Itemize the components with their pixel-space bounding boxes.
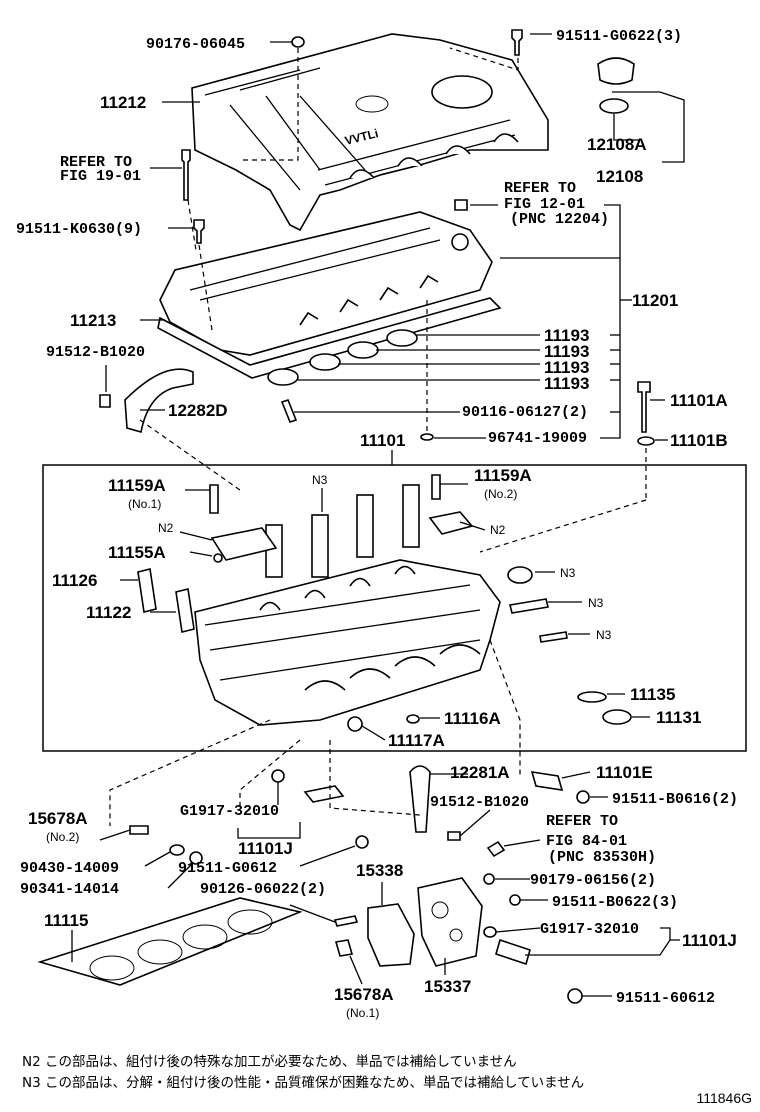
label-refer-19-01-line1: REFER TO: [60, 154, 132, 171]
label-11159a-no1-sub: (No.1): [128, 497, 161, 511]
label-11131: 11131: [656, 708, 701, 727]
label-96741-19009: 96741-19009: [488, 430, 587, 447]
label-refer-84-01-line3: (PNC 83530H): [548, 849, 656, 866]
label-g1917-32010-a: G1917-32010: [180, 803, 279, 820]
label-12282d: 12282D: [168, 401, 228, 420]
label-11213: 11213: [70, 311, 116, 330]
head-cover: [157, 211, 502, 386]
label-11126: 11126: [52, 571, 97, 590]
label-11159a-no2: 11159A: [474, 466, 532, 485]
label-11193-3: 11193: [544, 358, 589, 377]
label-refer-12-01-line1: REFER TO: [504, 180, 576, 197]
label-15338: 15338: [356, 861, 403, 880]
label-90179-06156: 90179-06156(2): [530, 872, 656, 889]
label-11135: 11135: [630, 685, 675, 704]
figure-id: 111846G: [696, 1090, 752, 1106]
label-refer-12-01-line2: FIG 12-01: [504, 196, 585, 213]
label-11193-1: 11193: [544, 326, 589, 345]
label-11101j-b: 11101J: [682, 931, 737, 950]
label-refer-84-01-line1: REFER TO: [546, 813, 618, 830]
label-90430-14009: 90430-14009: [20, 860, 119, 877]
label-15678a-no2: 15678A: [28, 809, 88, 828]
label-11117a: 11117A: [388, 731, 445, 750]
label-n3-c: N3: [588, 596, 604, 610]
cylinder-head-11101: [137, 474, 632, 732]
label-91511-g0612: 91511-G0612: [178, 860, 277, 877]
label-11159a-no1: 11159A: [108, 476, 166, 495]
label-11101b: 11101B: [670, 431, 728, 450]
label-n3-b: N3: [560, 566, 576, 580]
label-91511-k0630: 91511-K0630(9): [16, 221, 142, 238]
label-91511-60612: 91511-60612: [616, 990, 715, 1007]
label-11193-4: 11193: [544, 374, 589, 393]
label-15678a-no1-sub: (No.1): [346, 1006, 379, 1020]
leader-lines: [71, 33, 685, 997]
label-11159a-no2-sub: (No.2): [484, 487, 517, 501]
label-15678a-no1: 15678A: [334, 985, 394, 1004]
label-n3-d: N3: [596, 628, 612, 642]
label-n2-b: N2: [490, 523, 506, 537]
lower-hardware: [37, 765, 590, 1004]
label-90176-06045: 90176-06045: [146, 36, 245, 53]
label-12108: 12108: [596, 167, 643, 186]
label-11201: 11201: [632, 291, 678, 310]
label-11101: 11101: [360, 431, 405, 450]
alignment-lines: [109, 47, 647, 826]
note-n2: N2 この部品は、組付け後の特殊な加工が必要なため、単品では補給していません: [22, 1054, 517, 1070]
engine-cover-11212: VVTLi: [191, 33, 549, 232]
label-91511-b0622: 91511-B0622(3): [552, 894, 678, 911]
cylinder-head-frame: [42, 464, 747, 752]
label-15337: 15337: [424, 977, 471, 996]
note-n3: N3 この部品は、分解・組付け後の性能・品質確保が困難なため、単品では補給してい…: [22, 1075, 585, 1091]
label-refer-12-01-line3: (PNC 12204): [510, 211, 609, 228]
label-11101a: 11101A: [670, 391, 728, 410]
small-hardware-top: [99, 29, 655, 446]
label-90116-06127: 90116-06127(2): [462, 404, 588, 421]
label-refer-84-01-line2: FIG 84-01: [546, 833, 627, 850]
label-90126-06022: 90126-06022(2): [200, 881, 326, 898]
label-12108a: 12108A: [587, 135, 647, 154]
label-90341-14014: 90341-14014: [20, 881, 119, 898]
label-91511-g0622: 91511-G0622(3): [556, 28, 682, 45]
label-12281a: 12281A: [450, 763, 510, 782]
label-91511-b0616: 91511-B0616(2): [612, 791, 738, 808]
label-g1917-32010-b: G1917-32010: [540, 921, 639, 938]
label-n2-a: N2: [158, 521, 174, 535]
label-11122: 11122: [86, 603, 131, 622]
label-11116a: 11116A: [444, 709, 501, 728]
label-refer-19-01-line2: FIG 19-01: [60, 168, 141, 185]
label-11101e: 11101E: [596, 763, 653, 782]
label-11155a: 11155A: [108, 543, 166, 562]
label-n3-a: N3: [312, 473, 328, 487]
label-11101j-a: 11101J: [238, 839, 293, 858]
label-15678a-no2-sub: (No.2): [46, 830, 79, 844]
label-11193-2: 11193: [544, 342, 589, 361]
part-labels: 90176-06045 91511-G0622(3) 11212 12108A …: [16, 28, 738, 1020]
label-11115: 11115: [44, 911, 88, 930]
label-91512-b1020-a: 91512-B1020: [46, 344, 145, 361]
label-11212: 11212: [100, 93, 146, 112]
label-91512-b1020-b: 91512-B1020: [430, 794, 529, 811]
